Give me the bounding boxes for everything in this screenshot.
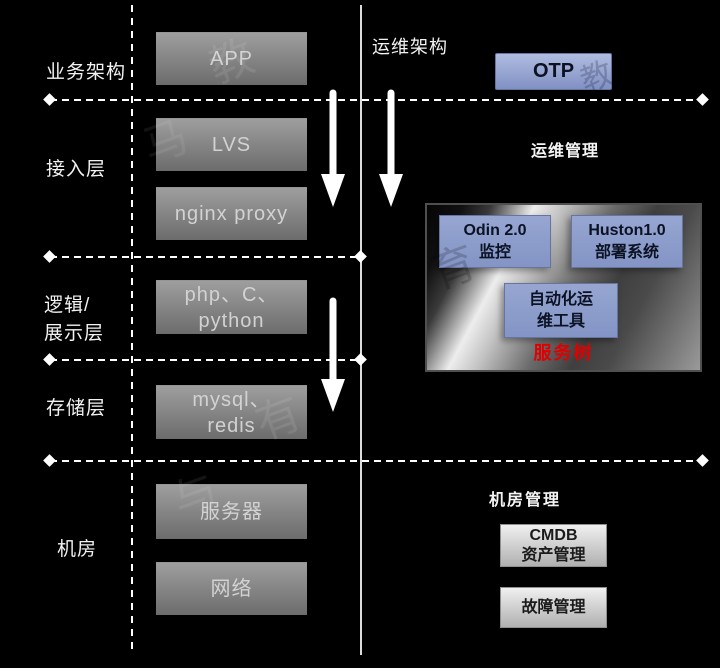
node-otp-label: OTP — [532, 60, 575, 82]
node-mysql-redis: mysql、 redis — [156, 385, 307, 439]
node-lvs: LVS — [156, 118, 307, 171]
layer-label-idc: 机房 — [57, 539, 98, 560]
node-auto-ops-tools: 自动化运 维工具 — [504, 283, 618, 338]
down-arrow-icon — [379, 89, 403, 207]
node-server-label: 服务器 — [200, 501, 263, 523]
node-nginx-proxy-label: nginx proxy — [174, 203, 289, 225]
node-mysql-line1: mysql、 — [192, 388, 271, 411]
ops-tools-panel: Odin 2.0 监控 Huston1.0 部署系统 自动化运 维工具 服务树 — [425, 203, 702, 372]
node-php-line1: php、C、 — [184, 283, 279, 306]
dashed-separator-business — [50, 99, 700, 101]
down-arrow-icon — [321, 89, 345, 207]
node-cmdb-line2: 资产管理 — [521, 546, 586, 564]
node-network-label: 网络 — [210, 578, 253, 600]
node-odin-monitor: Odin 2.0 监控 — [439, 215, 551, 268]
layer-label-business: 业务架构 — [46, 62, 127, 83]
diamond-endpoint — [43, 250, 56, 263]
ops-management-title: 运维管理 — [531, 143, 600, 160]
left-dashed-divider — [131, 5, 133, 655]
layer-label-logic-line2: 展示层 — [44, 323, 105, 344]
layer-label-logic-line1: 逻辑/ — [44, 295, 91, 316]
node-cmdb-asset: CMDB 资产管理 — [500, 524, 607, 567]
down-arrow-icon — [321, 297, 345, 412]
dashed-separator-logic — [50, 359, 361, 361]
node-php-c-python: php、C、 python — [156, 280, 307, 334]
ops-architecture-title: 运维架构 — [372, 37, 448, 57]
node-otp: OTP — [495, 53, 612, 90]
layer-label-access: 接入层 — [46, 159, 107, 180]
node-mysql-line2: redis — [207, 414, 256, 437]
layer-label-logic-display: 逻辑/ 展示层 — [44, 292, 104, 348]
node-odin-line2: 监控 — [478, 243, 511, 261]
diamond-endpoint — [43, 353, 56, 366]
node-huston-deploy: Huston1.0 部署系统 — [571, 215, 683, 268]
node-network: 网络 — [156, 562, 307, 615]
dashed-separator-access — [50, 256, 361, 258]
diamond-endpoint — [354, 353, 367, 366]
layer-label-storage: 存储层 — [46, 398, 107, 419]
node-nginx-proxy: nginx proxy — [156, 187, 307, 240]
node-php-line2: python — [198, 309, 265, 332]
diamond-endpoint — [43, 93, 56, 106]
dashed-separator-storage — [50, 460, 700, 462]
node-auto-line1: 自动化运 — [528, 290, 593, 308]
node-huston-line2: 部署系统 — [594, 243, 659, 261]
center-solid-divider — [360, 5, 362, 655]
diamond-endpoint — [696, 454, 709, 467]
node-huston-line1: Huston1.0 — [588, 221, 666, 239]
node-app-label: APP — [209, 48, 254, 70]
node-app: APP — [156, 32, 307, 85]
node-server: 服务器 — [156, 484, 307, 539]
node-odin-line1: Odin 2.0 — [463, 221, 527, 239]
idc-management-title: 机房管理 — [489, 492, 562, 509]
diamond-endpoint — [43, 454, 56, 467]
node-lvs-label: LVS — [211, 134, 252, 156]
node-fault-label: 故障管理 — [521, 598, 586, 616]
diamond-endpoint — [696, 93, 709, 106]
node-cmdb-line1: CMDB — [529, 526, 578, 544]
diamond-endpoint — [354, 250, 367, 263]
service-tree-label: 服务树 — [533, 343, 594, 363]
node-auto-line2: 维工具 — [536, 312, 585, 330]
node-fault-management: 故障管理 — [500, 587, 607, 628]
